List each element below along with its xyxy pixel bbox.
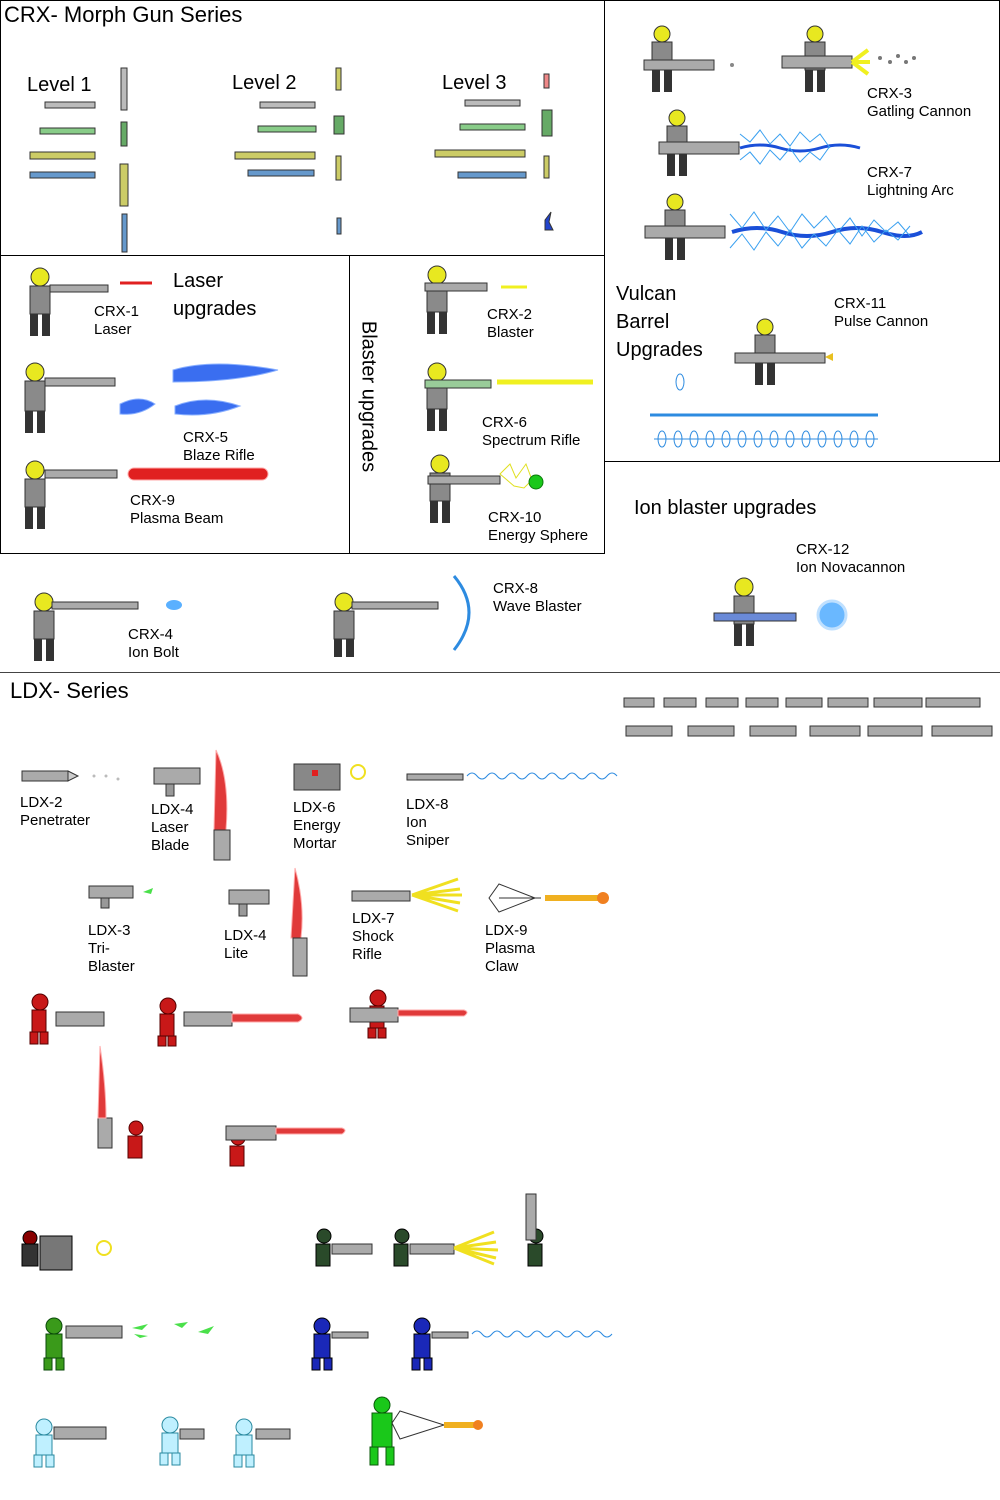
crx-4-label: CRX-4 Ion Bolt — [128, 626, 179, 661]
ldx-8-sprite — [406, 772, 618, 781]
cyan-claw-robot-sprites — [33, 1396, 483, 1468]
level-3-label: Level 3 — [442, 72, 507, 94]
level-1-gun-sprites — [29, 67, 129, 253]
ldx-6-label: LDX-6 Energy Mortar — [293, 799, 341, 852]
ldx-2-label: LDX-2 Penetrater — [20, 794, 91, 829]
crx-series-title: CRX- Morph Gun Series — [4, 2, 243, 27]
crx-7-robot-sprite — [658, 109, 861, 176]
crx-3-gatling-robot-sprite — [781, 25, 916, 92]
dark-robot-sprites — [21, 1193, 544, 1271]
crx-8-label: CRX-8 Wave Blaster — [493, 580, 582, 615]
ion-header: Ion blaster upgrades — [634, 497, 817, 519]
level-1-label: Level 1 — [27, 74, 92, 96]
blaster-header: Blaster upgrades — [357, 320, 380, 473]
laser-header: Laser upgrades — [173, 270, 257, 320]
red-robot-sprites — [29, 989, 468, 1167]
crx-9-robot-sprite — [24, 460, 269, 529]
crx-1-label: CRX-1 Laser — [94, 303, 140, 338]
crx-2-label: CRX-2 Blaster — [487, 306, 534, 341]
crx-9-label: CRX-9 Plasma Beam — [130, 492, 224, 527]
section-divider — [0, 672, 1000, 673]
crx-1-robot-sprite — [29, 267, 152, 336]
blaster-upgrades-panel — [349, 255, 605, 554]
ldx-7-label: LDX-7 Shock Rifle — [352, 910, 395, 963]
crx-12-label: CRX-12 Ion Novacannon — [796, 541, 906, 576]
ldx-4-lite-label: LDX-4 Lite — [224, 927, 267, 962]
level-2-label: Level 2 — [232, 72, 297, 94]
crx-11-robot-sprite — [734, 318, 833, 385]
ldx-9-sprite — [488, 883, 609, 913]
ldx-series-title: LDX- Series — [10, 678, 129, 703]
green-blue-robot-sprites — [43, 1317, 613, 1371]
crx-5-label: CRX-5 Blaze Rifle — [183, 429, 255, 464]
ldx-3-sprite — [88, 885, 153, 909]
crx-10-robot-sprite — [427, 454, 544, 523]
crx-2-robot-sprite — [424, 265, 527, 334]
crx-8-robot-sprite — [333, 575, 471, 657]
ldx-2-sprite — [21, 770, 120, 782]
vulcan-header: Vulcan Barrel Upgrades — [616, 283, 703, 361]
pulse-cannon-shots — [650, 373, 878, 448]
ldx-4-sprite — [153, 749, 231, 861]
ldx-4-label: LDX-4 Laser Blade — [151, 801, 194, 854]
ldx-3-label: LDX-3 Tri- Blaster — [88, 922, 135, 975]
crx-4-robot-sprite — [33, 592, 182, 661]
crx-3-robot-sprite — [643, 25, 734, 92]
crx-11-lightning-robot-sprite — [644, 193, 923, 260]
ldx-8-label: LDX-8 Ion Sniper — [406, 796, 450, 849]
crx-7-label: CRX-7 Lightning Arc — [867, 164, 954, 199]
ldx-6-sprite — [293, 763, 366, 791]
crx-12-robot-sprite — [713, 577, 848, 646]
crx-6-robot-sprite — [424, 362, 593, 431]
ldx-4-lite-sprite — [228, 867, 308, 977]
crx-3-label: CRX-3 Gatling Cannon — [867, 85, 972, 120]
crx-11-label: CRX-11 Pulse Cannon — [834, 295, 929, 330]
level-3-gun-sprites — [434, 73, 554, 231]
ldx-7-sprite — [351, 877, 462, 913]
level-2-gun-sprites — [234, 67, 345, 235]
ldx-gun-sprite-strip — [623, 697, 993, 737]
crx-6-label: CRX-6 Spectrum Rifle — [482, 414, 581, 449]
crx-10-label: CRX-10 Energy Sphere — [488, 509, 589, 544]
ldx-9-label: LDX-9 Plasma Claw — [485, 922, 536, 975]
crx-5-robot-sprite — [24, 362, 279, 433]
